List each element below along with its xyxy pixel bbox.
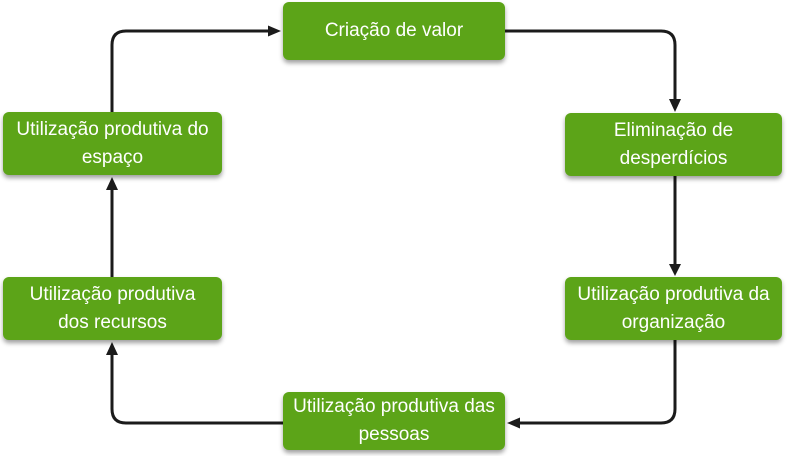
arrow-eliminacao-to-organizacao	[669, 176, 681, 276]
node-label: Utilização produtiva dos recursos	[29, 283, 196, 333]
arrowhead-up-icon	[106, 177, 118, 190]
node-label: Utilização produtiva da organização	[577, 283, 770, 333]
arrow-pessoas-to-recursos	[106, 342, 283, 425]
node-criacao-de-valor: Criação de valor	[283, 2, 505, 60]
arrow-espaco-to-criacao	[110, 25, 281, 112]
node-utilizacao-produtiva-do-espaco: Utilização produtiva do espaço	[3, 112, 222, 175]
arrowhead-down-icon	[669, 99, 681, 112]
arrowhead-left-icon	[507, 417, 520, 429]
arrow-line	[110, 355, 283, 425]
node-utilizacao-produtiva-das-pessoas: Utilização produtiva das pessoas	[283, 392, 505, 450]
node-utilizacao-produtiva-dos-recursos: Utilização produtiva dos recursos	[3, 277, 222, 340]
arrow-line	[110, 29, 268, 112]
node-label: Eliminação de desperdícios	[613, 119, 734, 169]
arrow-recursos-to-espaco	[106, 177, 118, 277]
node-label: Utilização produtiva das pessoas	[293, 396, 495, 445]
arrowhead-down-icon	[669, 264, 681, 276]
arrow-line	[505, 29, 677, 99]
arrow-line	[520, 340, 677, 425]
node-utilizacao-produtiva-da-organizacao: Utilização produtiva da organização	[565, 277, 782, 340]
arrow-organizacao-to-pessoas	[507, 340, 677, 429]
node-eliminacao-de-desperdicios: Eliminação de desperdícios	[565, 113, 782, 176]
arrowhead-right-icon	[268, 25, 281, 37]
node-label: Criação de valor	[324, 20, 464, 42]
arrowhead-up-icon	[106, 342, 118, 355]
node-label: Utilização produtiva do espaço	[16, 118, 209, 168]
arrow-criacao-to-eliminacao	[505, 29, 681, 112]
